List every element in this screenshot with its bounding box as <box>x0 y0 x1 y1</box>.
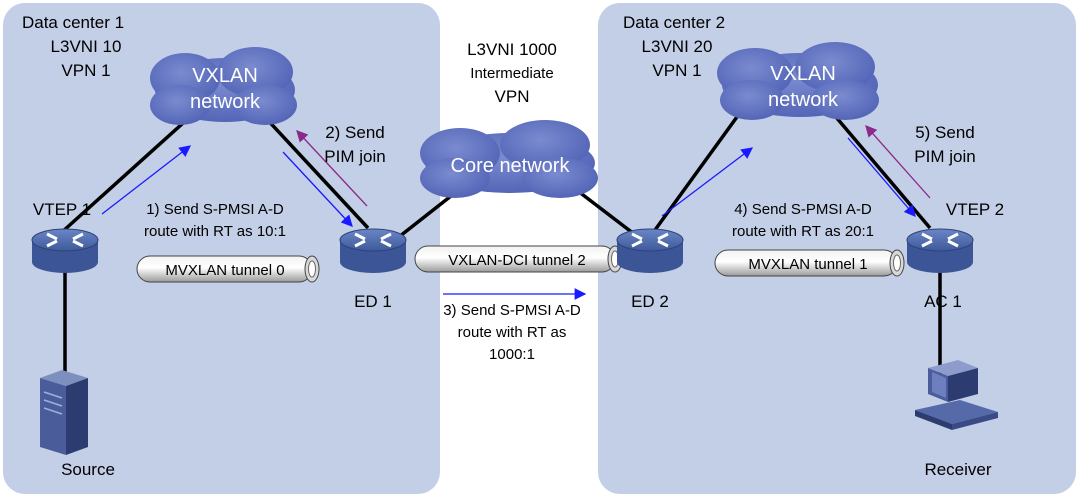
core-cloud-label: Core network <box>451 155 571 177</box>
step4-line1: 4) Send S-PMSI A-D <box>734 201 872 218</box>
dc2-title: Data center 2 <box>623 13 725 32</box>
ed2-switch-icon <box>615 227 685 275</box>
vtep1-switch-icon <box>30 227 100 275</box>
tunnel-mvxlan-0 <box>136 255 320 283</box>
step3-line3: 1000:1 <box>489 346 535 363</box>
vxlan-cloud-1-line1: VXLAN <box>192 65 258 87</box>
ed1-label: ED 1 <box>354 292 392 311</box>
step5-line2: PIM join <box>914 147 975 166</box>
vxlan-cloud-2 <box>717 42 879 120</box>
dc2-vpn: VPN 1 <box>652 61 701 80</box>
dc1-title: Data center 1 <box>22 13 124 32</box>
receiver-label: Receiver <box>924 460 991 479</box>
vxlan-cloud-2-line1: VXLAN <box>770 63 836 85</box>
arrow-step2 <box>296 130 368 207</box>
vxlan-cloud-1 <box>150 47 297 125</box>
core-cloud <box>420 120 598 198</box>
vtep1-label: VTEP 1 <box>33 200 91 219</box>
step1-line1: 1) Send S-PMSI A-D <box>146 201 284 218</box>
step3-line1: 3) Send S-PMSI A-D <box>443 302 581 319</box>
arrow-step1-ed1 <box>282 151 353 227</box>
step-arrows <box>101 125 931 300</box>
arrow-step4 <box>661 147 754 217</box>
link-vxlan1-ed1 <box>261 113 370 230</box>
vtep2-label: VTEP 2 <box>946 200 1004 219</box>
links <box>60 108 942 375</box>
step2-line1: 2) Send <box>325 123 385 142</box>
tunnel-0-label: MVXLAN tunnel 0 <box>165 262 284 279</box>
step1-line2: route with RT as 10:1 <box>144 223 286 240</box>
source-label: Source <box>61 460 115 479</box>
link-vtep1-vxlan1 <box>60 113 194 234</box>
middle-vni: L3VNI 1000 <box>467 40 557 59</box>
dc2-vni: L3VNI 20 <box>642 37 713 56</box>
tunnel-1-label: MVXLAN tunnel 1 <box>748 256 867 273</box>
ed2-label: ED 2 <box>631 292 669 311</box>
arrow-step4-vtep2 <box>847 137 916 217</box>
step5-line1: 5) Send <box>915 123 975 142</box>
source-server-icon <box>40 370 88 455</box>
vxlan-cloud-2-line2: network <box>768 89 839 111</box>
ed1-switch-icon <box>338 227 408 275</box>
middle-label-2: VPN <box>495 87 530 106</box>
receiver-pc-icon <box>915 360 998 430</box>
step3-line2: route with RT as <box>458 324 567 341</box>
ac1-label: AC 1 <box>924 292 962 311</box>
arrow-step1 <box>101 145 192 215</box>
dc1-vni: L3VNI 10 <box>51 37 122 56</box>
step2-line2: PIM join <box>324 147 385 166</box>
dc1-vpn: VPN 1 <box>61 61 110 80</box>
middle-label-1: Intermediate <box>470 65 553 82</box>
tunnel-2-label: VXLAN-DCI tunnel 2 <box>448 252 586 269</box>
arrow-step5 <box>865 125 931 199</box>
vtep2-switch-icon <box>905 227 975 275</box>
data-center-1-zone <box>3 3 440 494</box>
vxlan-cloud-1-line2: network <box>190 91 261 113</box>
tunnel-mvxlan-1 <box>714 249 905 277</box>
step4-line2: route with RT as 20:1 <box>732 223 874 240</box>
